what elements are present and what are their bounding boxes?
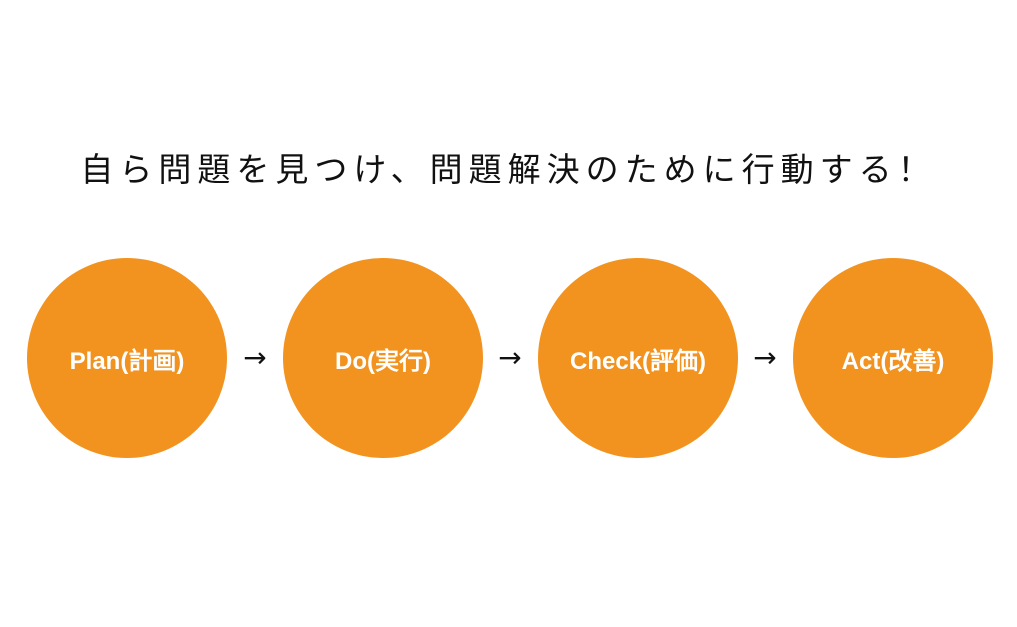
arrow-right-icon: → — [243, 341, 267, 374]
act-circle: Act(改善) — [793, 258, 993, 458]
plan-label: Plan(計画) — [69, 347, 185, 375]
arrow-right-icon: → — [498, 341, 522, 374]
check-circle: Check(評価) — [538, 258, 738, 458]
headline: 自ら問題を見つけ、問題解決のために行動する！ — [80, 150, 937, 189]
act-label: Act(改善) — [841, 347, 945, 375]
plan-circle: Plan(計画) — [27, 258, 227, 458]
do-circle: Do(実行) — [283, 258, 483, 458]
arrow-right-icon: → — [753, 341, 777, 374]
do-label: Do(実行) — [335, 347, 431, 375]
check-label: Check(評価) — [569, 347, 707, 375]
